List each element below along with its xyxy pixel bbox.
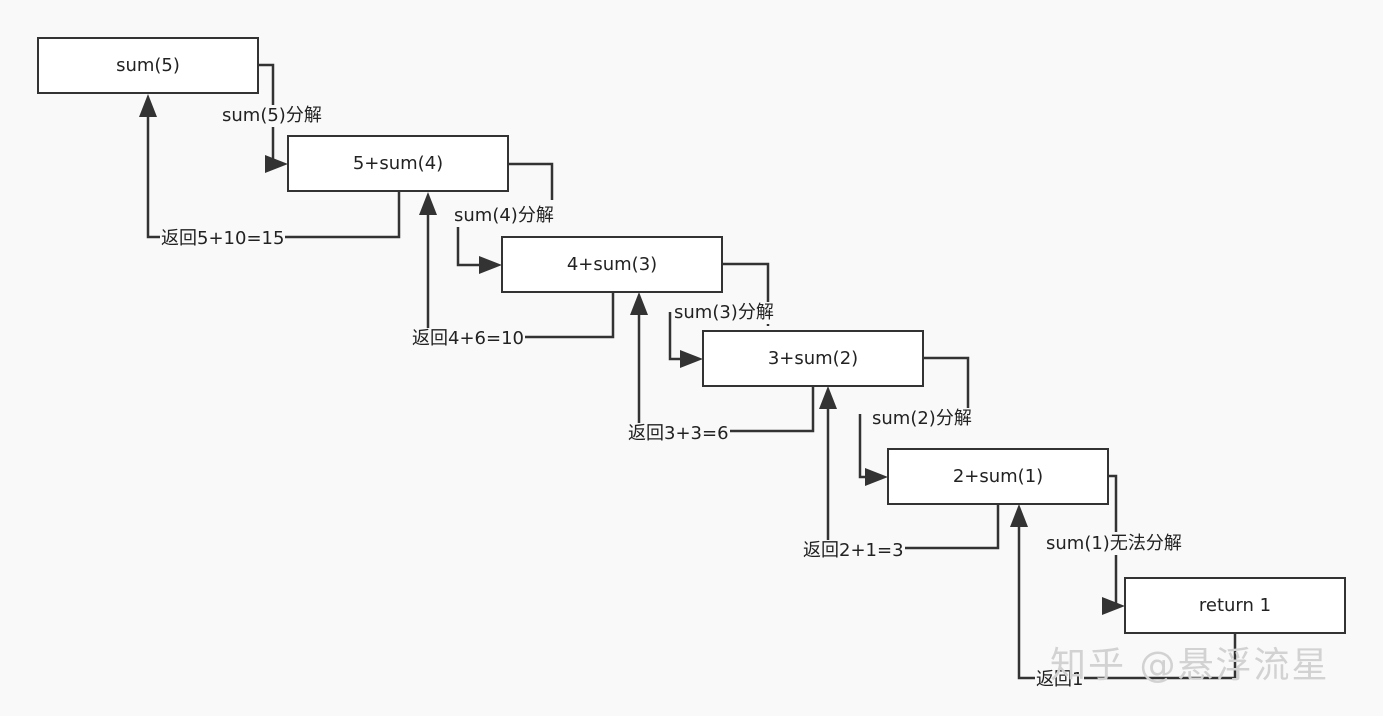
arrowhead-right bbox=[865, 468, 888, 486]
arrowhead-up bbox=[419, 192, 437, 215]
decompose-arrow-5-lower bbox=[1114, 555, 1121, 608]
return-arrow-5 bbox=[1017, 520, 1237, 680]
arrowhead-up bbox=[139, 94, 157, 117]
arrowhead-up bbox=[630, 292, 648, 315]
arrowhead-right bbox=[680, 350, 703, 368]
watermark: 知乎 @悬浮流星 bbox=[1050, 645, 1330, 686]
return-label: 返回2+1=3 bbox=[802, 540, 905, 562]
box-sum2: 3+sum(2) bbox=[702, 330, 924, 387]
decompose-label: sum(4)分解 bbox=[453, 205, 555, 227]
box-sum5: sum(5) bbox=[37, 37, 259, 94]
box-sum4: 5+sum(4) bbox=[287, 135, 509, 192]
decompose-label: sum(5)分解 bbox=[221, 105, 323, 127]
arrowhead-right bbox=[265, 155, 288, 173]
decompose-arrow-5 bbox=[1109, 474, 1118, 532]
decompose-label: sum(2)分解 bbox=[871, 408, 973, 430]
arrowhead-right bbox=[1102, 597, 1125, 615]
box-return1: return 1 bbox=[1124, 577, 1346, 634]
box-sum3: 4+sum(3) bbox=[501, 236, 723, 293]
decompose-arrow-4 bbox=[924, 356, 970, 408]
arrowhead-up bbox=[1010, 504, 1028, 527]
arrowhead-right bbox=[479, 256, 502, 274]
return-label: 返回1 bbox=[1035, 669, 1085, 691]
return-arrow-4 bbox=[826, 402, 1000, 550]
decompose-arrow-2 bbox=[509, 162, 554, 200]
box-sum1: 2+sum(1) bbox=[887, 448, 1109, 505]
return-label: 返回3+3=6 bbox=[627, 423, 730, 445]
return-label: 返回5+10=15 bbox=[160, 228, 286, 250]
decompose-label: sum(1)无法分解 bbox=[1045, 533, 1183, 555]
decompose-arrow-2-lower bbox=[456, 226, 498, 267]
arrowhead-up bbox=[819, 386, 837, 409]
decompose-label: sum(3)分解 bbox=[673, 302, 775, 324]
return-label: 返回4+6=10 bbox=[411, 328, 525, 350]
